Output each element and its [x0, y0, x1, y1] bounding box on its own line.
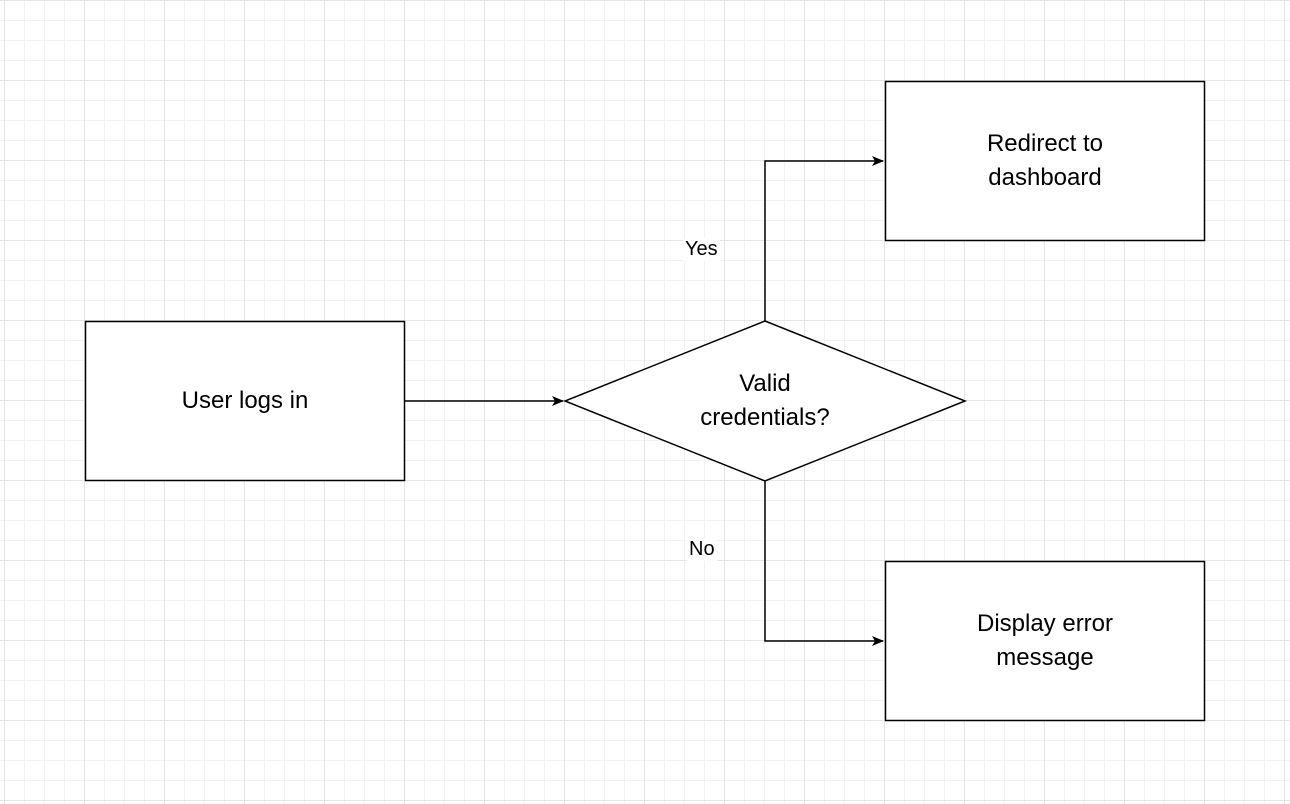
edge-label-yes: Yes — [683, 238, 720, 261]
success-node[interactable] — [884, 80, 1206, 242]
success-node-label: Redirect to dashboard — [986, 130, 1104, 191]
decision-node-label: Valid credentials? — [700, 370, 830, 431]
edge-label-no: No — [687, 538, 717, 561]
edge-decision-no[interactable] — [764, 481, 884, 646]
start-node[interactable] — [84, 320, 406, 482]
start-node-label: User logs in — [181, 387, 309, 414]
failure-node-label: Display error message — [976, 610, 1114, 671]
failure-node[interactable] — [884, 560, 1206, 722]
edge-decision-yes[interactable] — [764, 156, 884, 321]
